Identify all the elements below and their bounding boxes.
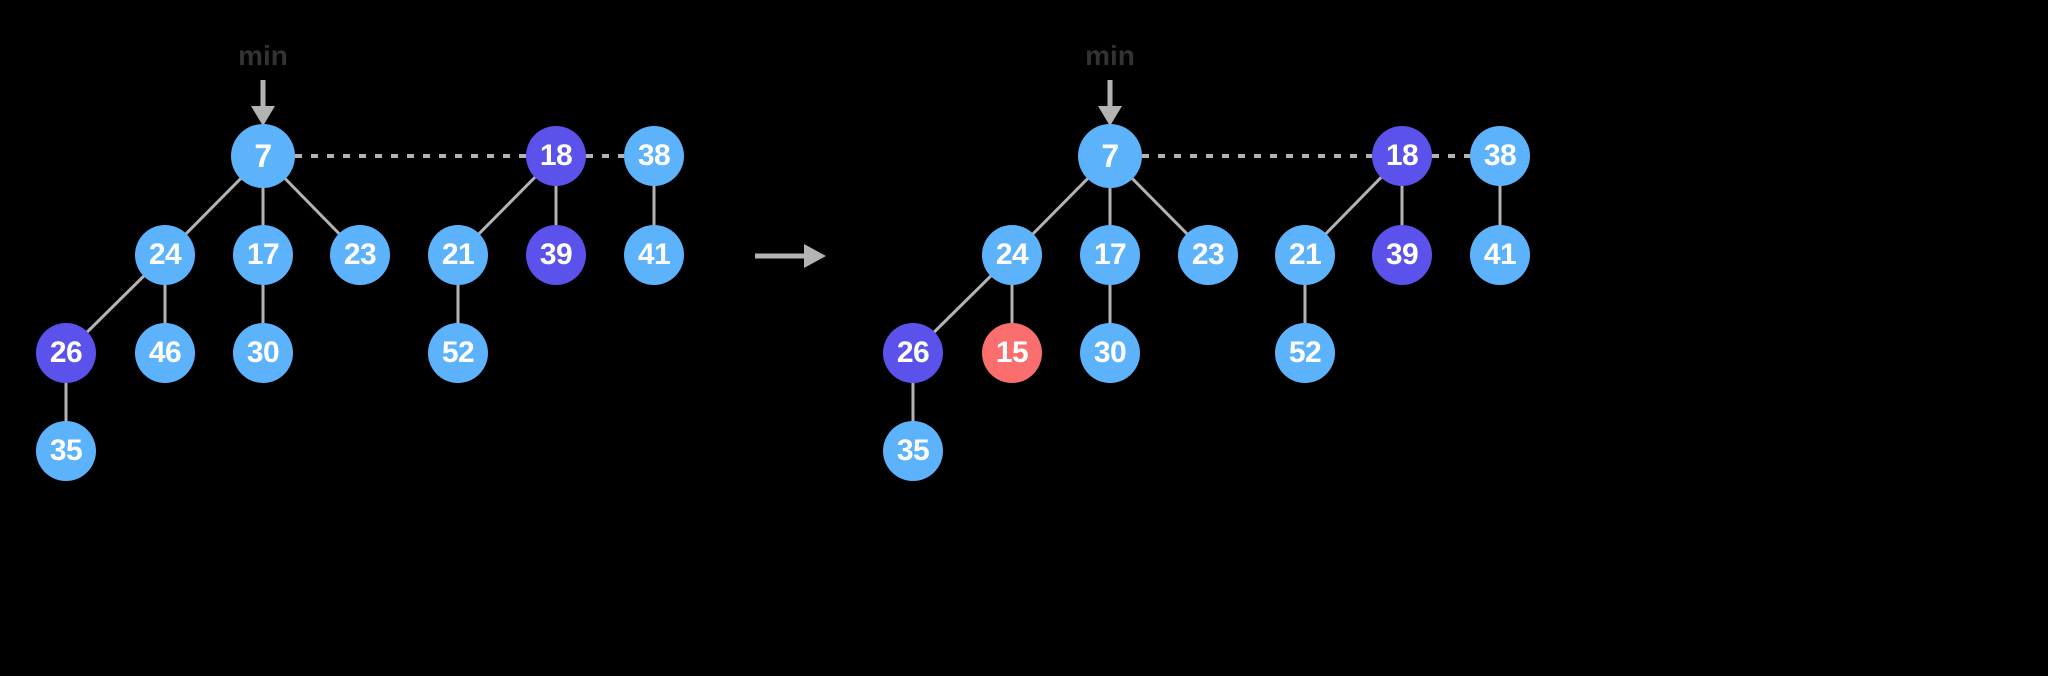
heap-node-41[interactable]: 41 [624, 225, 684, 285]
heap-node-17[interactable]: 17 [233, 225, 293, 285]
heap-node-30[interactable]: 30 [233, 323, 293, 383]
heap-node-23[interactable]: 23 [330, 225, 390, 285]
heap-node-23[interactable]: 23 [1178, 225, 1238, 285]
heap-node-38[interactable]: 38 [1470, 126, 1530, 186]
heap-node-39[interactable]: 39 [526, 225, 586, 285]
heap-node-18[interactable]: 18 [1372, 126, 1432, 186]
heap-node-52[interactable]: 52 [1275, 323, 1335, 383]
heap-node-7[interactable]: 7 [1078, 124, 1142, 188]
heap-node-21[interactable]: 21 [1275, 225, 1335, 285]
heap-node-46[interactable]: 46 [135, 323, 195, 383]
heap-node-35[interactable]: 35 [883, 421, 943, 481]
heap-node-35[interactable]: 35 [36, 421, 96, 481]
heap-node-21[interactable]: 21 [428, 225, 488, 285]
heap-node-39[interactable]: 39 [1372, 225, 1432, 285]
heap-node-26[interactable]: 26 [36, 323, 96, 383]
heap-node-38[interactable]: 38 [624, 126, 684, 186]
heap-node-24[interactable]: 24 [982, 225, 1042, 285]
min-pointer-arrowhead [1098, 106, 1122, 126]
min-pointer-arrowhead [251, 106, 275, 126]
transition-arrow-head [804, 244, 826, 268]
min-label: min [238, 40, 288, 71]
heap-node-7[interactable]: 7 [231, 124, 295, 188]
heap-node-30[interactable]: 30 [1080, 323, 1140, 383]
heap-node-17[interactable]: 17 [1080, 225, 1140, 285]
heap-node-18[interactable]: 18 [526, 126, 586, 186]
heap-node-24[interactable]: 24 [135, 225, 195, 285]
min-label: min [1085, 40, 1135, 71]
heap-node-41[interactable]: 41 [1470, 225, 1530, 285]
heap-node-26[interactable]: 26 [883, 323, 943, 383]
heap-node-15[interactable]: 15 [982, 323, 1042, 383]
heap-node-52[interactable]: 52 [428, 323, 488, 383]
